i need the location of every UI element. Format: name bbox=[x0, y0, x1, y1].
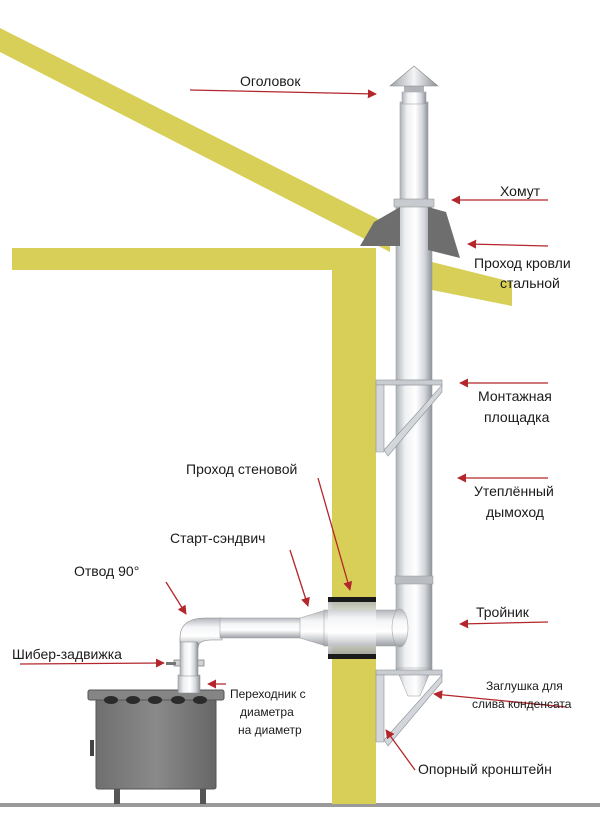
label-montazhnaya-2: площадка bbox=[484, 409, 550, 425]
roof-flashing-right bbox=[428, 207, 460, 258]
support-bracket bbox=[375, 669, 443, 747]
chimney-upper bbox=[399, 101, 429, 203]
label-prohod-krovli-1: Проход кровли bbox=[474, 255, 571, 271]
elbow-90 bbox=[179, 617, 223, 649]
ceiling-beam bbox=[12, 248, 376, 270]
label-troynik: Тройник bbox=[476, 604, 530, 620]
leader-lines bbox=[19, 89, 567, 771]
arrow-opornyy bbox=[385, 729, 416, 771]
clamp bbox=[393, 198, 435, 208]
label-ogolovok: Оголовок bbox=[240, 73, 301, 89]
arrow-otvod bbox=[165, 581, 187, 615]
arrow-prohod-krovli bbox=[467, 239, 549, 249]
wall-pass-top bbox=[328, 597, 376, 602]
label-otvod: Отвод 90° bbox=[74, 563, 139, 579]
roof-extension bbox=[432, 262, 512, 306]
label-homut: Хомут bbox=[500, 183, 541, 199]
wall-pass-bottom bbox=[328, 654, 376, 659]
label-prohod-krovli-2: стальной bbox=[500, 275, 560, 291]
roof-flashing bbox=[360, 207, 400, 246]
arrow-ogolovok bbox=[189, 89, 377, 99]
label-perehodnik-3: на диаметр bbox=[238, 723, 302, 737]
label-prohod-stenovoy: Проход стеновой bbox=[186, 461, 297, 477]
damper-handle bbox=[166, 662, 176, 665]
arrow-start-sendvich bbox=[289, 549, 310, 607]
stove-outlet bbox=[177, 674, 201, 694]
label-uteplenny-2: дымоход bbox=[486, 504, 544, 520]
label-zaglushka-2: слива конденсата bbox=[472, 697, 572, 711]
wall-pass-sleeve bbox=[328, 602, 376, 654]
floor-line bbox=[0, 803, 600, 807]
start-sandwich bbox=[299, 609, 327, 647]
label-shiber: Шибер-задвижка bbox=[12, 646, 122, 662]
label-perehodnik-1: Переходник с bbox=[230, 687, 306, 701]
roof-beam bbox=[0, 28, 390, 252]
tee-socket bbox=[391, 608, 409, 648]
arrow-shiber bbox=[19, 658, 165, 668]
wall bbox=[332, 248, 376, 804]
label-zaglushka-1: Заглушка для bbox=[486, 679, 563, 693]
label-perehodnik-2: диаметра bbox=[240, 705, 294, 719]
label-start-sendvich: Старт-сэндвич bbox=[170, 530, 265, 546]
arrow-prohod-stenovoy bbox=[317, 477, 353, 591]
chimney-cap bbox=[389, 65, 439, 105]
arrow-troynik bbox=[459, 619, 549, 629]
stove bbox=[87, 689, 225, 804]
arrow-zaglushka bbox=[433, 690, 567, 708]
mounting-platform bbox=[375, 379, 443, 457]
label-montazhnaya-1: Монтажная bbox=[478, 388, 552, 404]
label-uteplenny-1: Утеплённый bbox=[474, 483, 554, 499]
label-opornyy: Опорный кронштейн bbox=[418, 761, 552, 777]
